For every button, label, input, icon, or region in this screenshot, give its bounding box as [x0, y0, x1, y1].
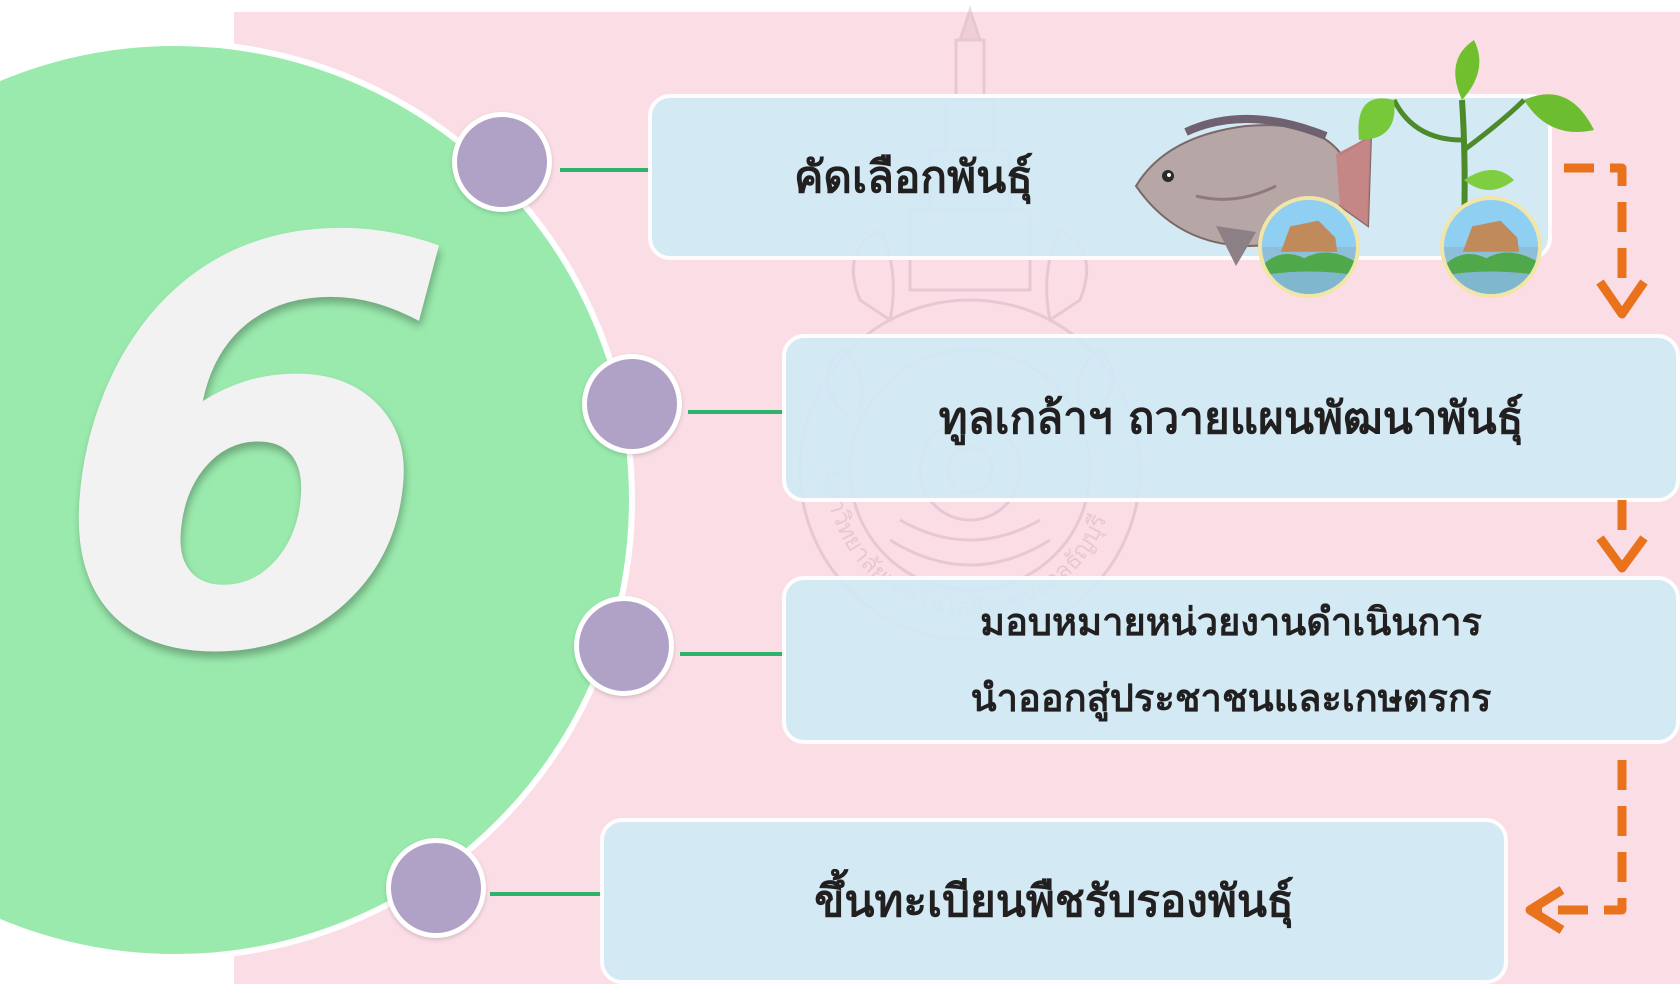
connector-2: [688, 410, 784, 414]
connector-4: [490, 892, 602, 896]
step-2-text: ทูลเกล้าฯ ถวายแผนพัฒนาพันธุ์: [938, 393, 1524, 444]
step-3-text-line-2: นำออกสู่ประชาชนและเกษตรกร: [970, 676, 1492, 720]
step-box-4: ขึ้นทะเบียนพืชรับรองพันธุ์: [600, 818, 1508, 984]
scenery-badge-icon: [1258, 196, 1360, 298]
dashed-arrow-icon: [1538, 760, 1627, 915]
step-box-2: ทูลเกล้าฯ ถวายแผนพัฒนาพันธุ์: [782, 334, 1680, 502]
plant-sprout-icon: [1358, 40, 1594, 230]
step-node-2: [582, 354, 682, 454]
step-3-text-line-1: มอบหมายหน่วยงานดำเนินการ: [980, 600, 1482, 644]
scenery-badge-icon: [1440, 196, 1542, 298]
connector-1: [560, 168, 650, 172]
step-node-1: [452, 112, 552, 212]
dashed-arrow-icon: [1564, 163, 1627, 290]
connector-3: [680, 652, 784, 656]
step-box-3: มอบหมายหน่วยงานดำเนินการ นำออกสู่ประชาชน…: [782, 576, 1680, 744]
step-node-3: [574, 596, 674, 696]
step-1-text: คัดเลือกพันธุ์: [794, 152, 1034, 203]
step-node-4: [386, 838, 486, 938]
step-4-text: ขึ้นทะเบียนพืชรับรองพันธุ์: [814, 876, 1294, 927]
step-box-1: คัดเลือกพันธุ์: [648, 94, 1552, 260]
